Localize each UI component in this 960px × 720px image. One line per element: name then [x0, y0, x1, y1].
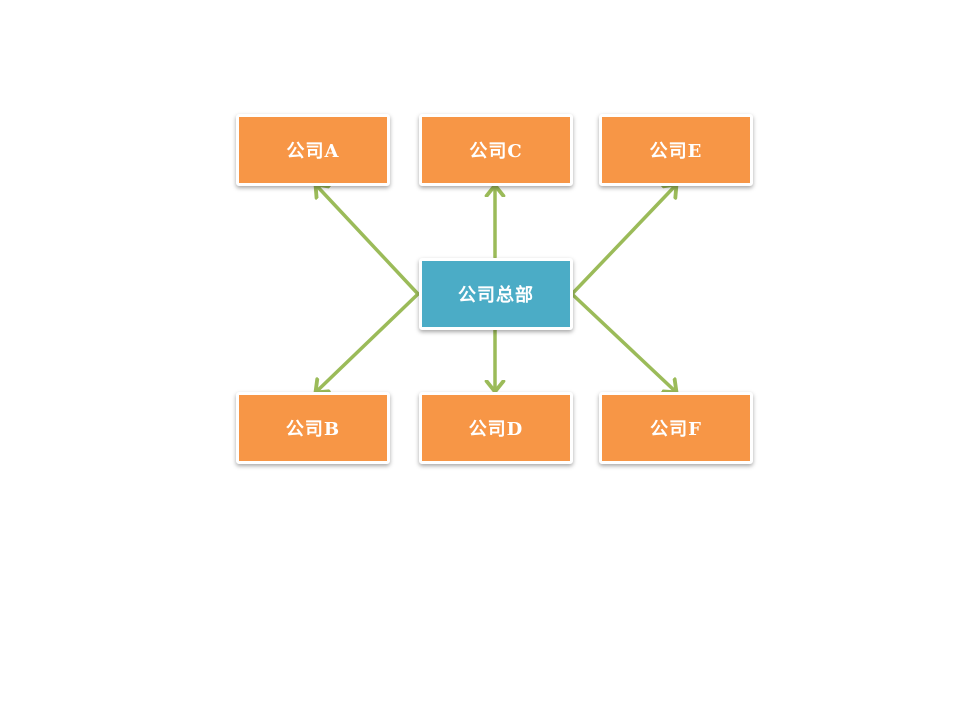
arrow-hq-to-company-a — [316, 185, 420, 296]
company-e-node: 公司E — [599, 114, 753, 186]
company-f-node: 公司F — [599, 392, 753, 464]
company-f-label: 公司F — [650, 419, 702, 440]
arrow-hq-to-company-e — [570, 185, 676, 296]
company-a-label: 公司A — [286, 141, 340, 162]
company-b-label: 公司B — [285, 419, 341, 440]
company-c-label: 公司C — [469, 141, 523, 162]
company-a-node: 公司A — [236, 114, 390, 186]
headquarters-node: 公司总部 — [419, 258, 573, 330]
company-d-label: 公司D — [468, 419, 524, 440]
headquarters-label: 公司总部 — [458, 285, 534, 306]
company-c-node: 公司C — [419, 114, 573, 186]
company-b-node: 公司B — [236, 392, 390, 464]
company-e-label: 公司E — [649, 141, 703, 162]
company-d-node: 公司D — [419, 392, 573, 464]
arrow-hq-to-company-f — [570, 292, 676, 392]
arrow-hq-to-company-b — [316, 292, 420, 392]
